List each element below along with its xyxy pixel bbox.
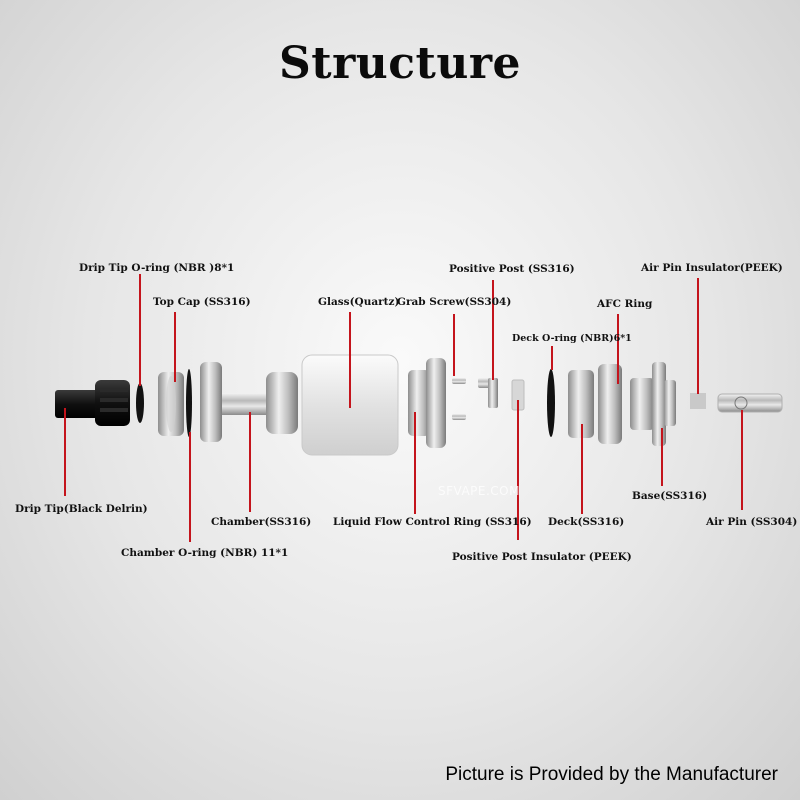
leader-base	[661, 428, 663, 486]
label-glass: Glass(Quartz)	[318, 296, 400, 308]
leader-air-pin	[741, 410, 743, 510]
label-chamber: Chamber(SS316)	[211, 516, 312, 528]
label-deck-oring: Deck O-ring (NBR)6*1	[512, 333, 632, 344]
afc-ring-part	[598, 364, 622, 444]
leader-top-cap	[174, 312, 176, 382]
label-positive-post-insulator: Positive Post Insulator (PEEK)	[452, 551, 632, 563]
manufacturer-credit: Picture is Provided by the Manufacturer	[445, 764, 778, 785]
leader-positive-post	[492, 280, 494, 380]
deck-part	[568, 370, 594, 438]
leader-afc-ring	[617, 314, 619, 384]
air-pin-insulator-part	[690, 393, 706, 409]
drip-tip-part	[55, 380, 130, 426]
leader-chamber-oring	[189, 432, 191, 542]
leader-deck	[581, 424, 583, 514]
leader-chamber	[249, 412, 251, 512]
label-chamber-oring: Chamber O-ring (NBR) 11*1	[121, 547, 289, 559]
leader-drip-tip	[64, 408, 66, 496]
leader-glass	[349, 312, 351, 408]
label-top-cap: Top Cap (SS316)	[153, 296, 251, 308]
label-air-pin: Air Pin (SS304)	[706, 516, 798, 528]
chamber-oring-part	[186, 369, 192, 437]
deck-oring-part	[547, 369, 555, 437]
leader-air-pin-insulator	[697, 278, 699, 394]
label-drip-tip: Drip Tip(Black Delrin)	[15, 503, 148, 515]
liquid-flow-ring-part	[408, 358, 446, 448]
leader-drip-tip-oring	[139, 274, 141, 386]
top-cap-part	[158, 372, 184, 436]
label-grab-screw: Grab Screw(SS304)	[397, 296, 512, 308]
leader-grab-screw	[453, 314, 455, 376]
watermark-text: SFVAPE.COM	[438, 484, 520, 498]
positive-post-part	[478, 378, 498, 408]
label-afc-ring: AFC Ring	[597, 298, 653, 310]
label-air-pin-insulator: Air Pin Insulator(PEEK)	[641, 262, 783, 274]
leader-liquid-flow-ring	[414, 412, 416, 514]
label-positive-post: Positive Post (SS316)	[449, 263, 575, 275]
leader-deck-oring	[551, 346, 553, 370]
drip-tip-oring-part	[136, 383, 144, 423]
diagram-title: Structure	[278, 38, 522, 89]
air-pin-part	[717, 393, 783, 413]
grab-screw-part	[452, 378, 466, 384]
leader-positive-post-insulator	[517, 400, 519, 540]
label-base: Base(SS316)	[632, 490, 708, 502]
label-drip-tip-oring: Drip Tip O-ring (NBR )8*1	[79, 262, 235, 274]
label-liquid-flow-ring: Liquid Flow Control Ring (SS316)	[333, 516, 532, 528]
chamber-part	[200, 362, 298, 442]
grab-screw-part-2	[452, 414, 466, 420]
base-part	[630, 362, 676, 446]
label-deck: Deck(SS316)	[548, 516, 625, 528]
